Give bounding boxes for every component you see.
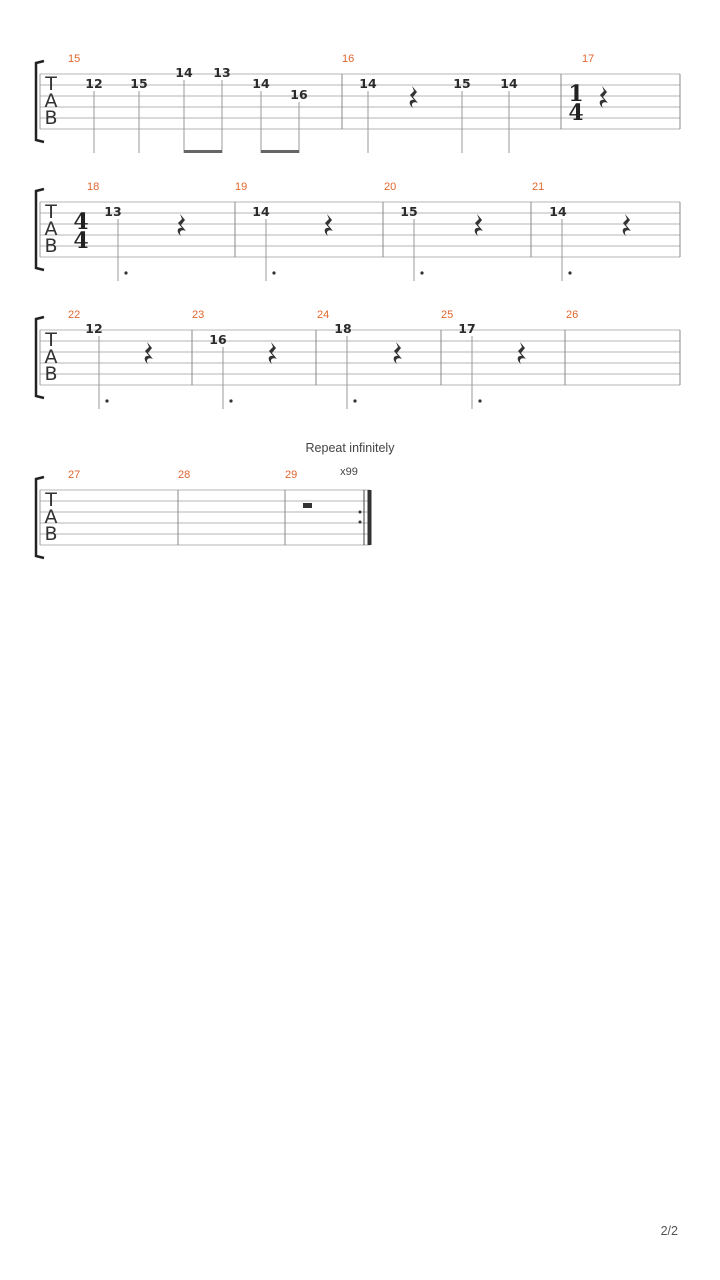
fret-number: 16: [290, 87, 308, 102]
fret-number: 14: [175, 65, 193, 80]
tab-clef-a: A: [45, 90, 58, 112]
measure-number: 29: [285, 469, 297, 481]
repeat-count: x99: [340, 466, 358, 478]
time-signature-top: 4: [73, 209, 88, 235]
measure-number: 27: [68, 469, 80, 481]
measure-number: 22: [68, 309, 80, 321]
tab-clef-t: T: [44, 201, 57, 223]
quarter-rest: [268, 342, 277, 364]
measure-number: 19: [235, 181, 247, 193]
tab-clef-b: B: [44, 523, 57, 545]
augmentation-dot: [478, 399, 482, 403]
system-3: T A B 22 23 24 25 26 12 16 18 17: [34, 309, 681, 409]
tab-clef-a: A: [45, 506, 58, 528]
tab-clef-t: T: [44, 329, 57, 351]
quarter-rest: [622, 214, 631, 236]
system-bracket: [34, 59, 45, 144]
repeat-dot: [358, 520, 362, 524]
fret-number: 13: [104, 204, 121, 219]
fret-number: 14: [359, 76, 377, 91]
system-1: T A B 15 16 17 12 15 14 13 14 16 14 15 1…: [34, 53, 681, 153]
system-bracket: [34, 475, 45, 560]
tab-clef-t: T: [44, 73, 57, 95]
augmentation-dot: [105, 399, 109, 403]
tab-clef-t: T: [44, 489, 57, 511]
measure-number: 25: [441, 309, 453, 321]
repeat-dot: [358, 510, 362, 514]
system-bracket: [34, 187, 45, 272]
augmentation-dot: [568, 271, 572, 275]
tab-clef-a: A: [45, 218, 58, 240]
fret-number: 18: [334, 321, 351, 336]
measure-number: 23: [192, 309, 204, 321]
note-beam: [261, 150, 299, 153]
system-2: T A B 18 19 20 21 4 4 13 14 15 14: [34, 181, 681, 281]
tab-staff: [40, 489, 370, 546]
quarter-rest: [517, 342, 526, 364]
half-rest: [303, 503, 312, 508]
final-barline: [367, 490, 372, 545]
system-4: T A B 27 28 29: [34, 469, 372, 560]
measure-number: 21: [532, 181, 544, 193]
fret-number: 12: [85, 321, 102, 336]
quarter-rest: [177, 214, 186, 236]
tab-clef-b: B: [44, 235, 57, 257]
augmentation-dot: [124, 271, 128, 275]
quarter-rest: [409, 86, 418, 108]
note-beam: [184, 150, 222, 153]
time-signature-top: 1: [568, 81, 583, 107]
fret-number: 15: [130, 76, 147, 91]
quarter-rest: [393, 342, 402, 364]
tab-staff: [40, 201, 680, 258]
quarter-rest: [144, 342, 153, 364]
time-signature-bottom: 4: [568, 100, 583, 126]
augmentation-dot: [353, 399, 357, 403]
tab-clef-a: A: [45, 346, 58, 368]
measure-number: 26: [566, 309, 578, 321]
measure-number: 17: [582, 53, 594, 65]
augmentation-dot: [229, 399, 233, 403]
measure-number: 15: [68, 53, 80, 65]
quarter-rest: [324, 214, 333, 236]
tab-staff: [40, 73, 680, 130]
fret-number: 17: [458, 321, 475, 336]
fret-number: 14: [252, 204, 270, 219]
fret-number: 14: [549, 204, 567, 219]
measure-number: 16: [342, 53, 354, 65]
time-signature-bottom: 4: [73, 228, 88, 254]
fret-number: 12: [85, 76, 102, 91]
fret-number: 14: [500, 76, 518, 91]
fret-number: 15: [400, 204, 417, 219]
fret-number: 16: [209, 332, 227, 347]
repeat-annotation: Repeat infinitely: [306, 441, 396, 455]
measure-number: 24: [317, 309, 329, 321]
tab-clef-b: B: [44, 363, 57, 385]
quarter-rest: [599, 86, 608, 108]
fret-number: 15: [453, 76, 470, 91]
fret-number: 13: [213, 65, 230, 80]
measure-number: 20: [384, 181, 396, 193]
system-bracket: [34, 315, 45, 400]
tab-clef-b: B: [44, 107, 57, 129]
measure-number: 18: [87, 181, 99, 193]
page-number: 2/2: [661, 1224, 678, 1238]
measure-number: 28: [178, 469, 190, 481]
augmentation-dot: [272, 271, 276, 275]
tab-staff: [40, 329, 680, 386]
quarter-rest: [474, 214, 483, 236]
augmentation-dot: [420, 271, 424, 275]
fret-number: 14: [252, 76, 270, 91]
